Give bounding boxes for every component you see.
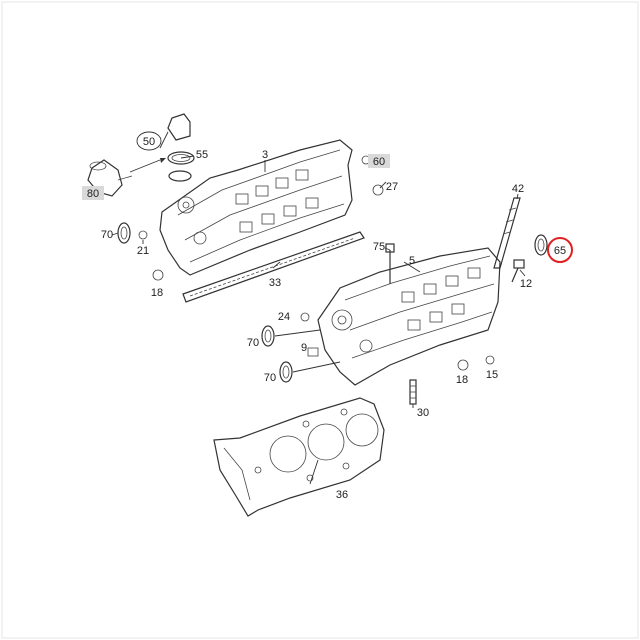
plug-18-upper — [152, 269, 164, 281]
callout-70-upper: 70 — [101, 229, 113, 241]
callout-50: 50 — [143, 136, 155, 148]
callout-42: 42 — [512, 183, 524, 195]
highlight-ring-65 — [547, 237, 573, 263]
seal-65-inner — [537, 238, 545, 252]
seal-70-upper — [117, 222, 131, 244]
leader-lines — [111, 131, 526, 485]
callout-33: 33 — [269, 277, 281, 289]
seal-ring-55-inner — [171, 154, 191, 162]
plug-15 — [485, 355, 495, 365]
cylinder-head-upper — [159, 139, 353, 276]
box-80 — [82, 186, 104, 200]
plug-18-lower — [457, 359, 469, 371]
callout-75: 75 — [373, 241, 385, 253]
callout-3: 3 — [262, 149, 268, 161]
plug-27 — [372, 184, 384, 196]
valve-cover-gasket — [182, 231, 365, 303]
callout-60: 60 — [373, 156, 385, 168]
callout-18-upper: 18 — [151, 287, 163, 299]
arrow-head — [160, 158, 166, 163]
seal-ring-55 — [167, 151, 195, 165]
coolant-outlet — [87, 159, 133, 197]
callout-36: 36 — [336, 489, 348, 501]
callout-70-lower: 70 — [264, 372, 276, 384]
callout-30: 30 — [417, 407, 429, 419]
callout-80: 80 — [87, 188, 99, 200]
head-gasket — [213, 397, 385, 517]
callout-27: 27 — [386, 181, 398, 193]
callout-5: 5 — [409, 255, 415, 267]
plug-21 — [138, 230, 148, 240]
callout-15: 15 — [486, 369, 498, 381]
cap-50 — [167, 113, 191, 141]
callout-labels: 3 5 12 15 18 18 21 24 27 30 33 36 42 50 … — [87, 136, 566, 501]
seal-70-lower-inner — [282, 365, 290, 379]
callout-65: 65 — [554, 245, 566, 257]
seal-70-mid — [261, 325, 275, 347]
circle-50 — [136, 131, 162, 151]
callout-12: 12 — [520, 278, 532, 290]
callout-24: 24 — [278, 311, 290, 323]
plug-24 — [300, 312, 310, 322]
camshaft-bolt — [493, 197, 521, 269]
bolt-12 — [511, 259, 525, 283]
callout-18-lower: 18 — [456, 374, 468, 386]
callout-55: 55 — [196, 149, 208, 161]
cylinder-head-lower — [317, 247, 501, 386]
callout-70-mid: 70 — [247, 337, 259, 349]
seal-70-mid-inner — [264, 329, 272, 343]
seal-70-lower — [279, 361, 293, 383]
ring-outlet — [168, 170, 192, 182]
dowel-9 — [307, 347, 319, 357]
callout-21: 21 — [137, 245, 149, 257]
stud-30 — [409, 379, 417, 405]
callout-9: 9 — [301, 342, 307, 354]
box-60 — [368, 154, 390, 168]
seal-65 — [534, 234, 548, 256]
seal-70-upper-inner — [120, 226, 128, 240]
